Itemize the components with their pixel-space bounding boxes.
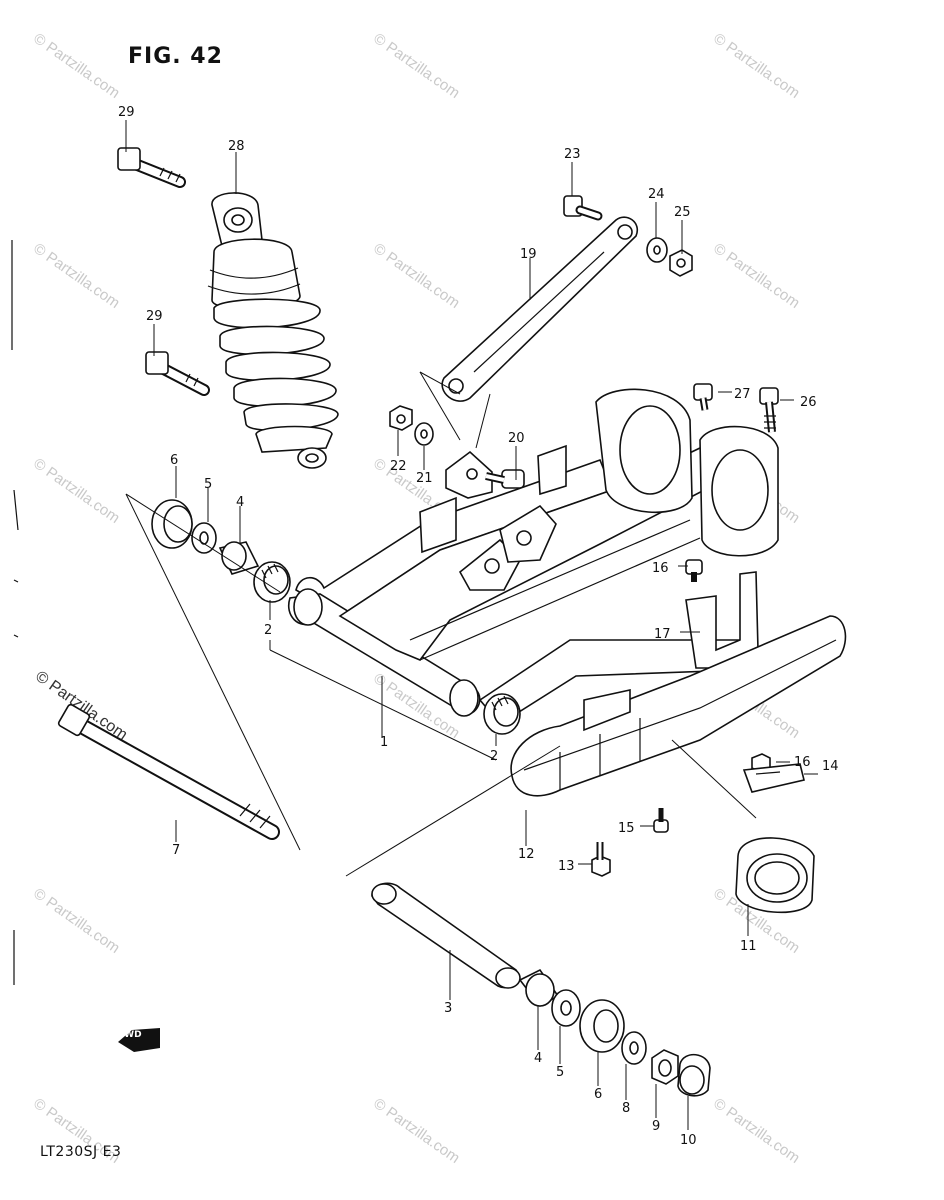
spacer-4-left [218, 541, 260, 575]
bolt-29-lower [145, 351, 210, 396]
guide-lines [125, 371, 757, 877]
bolt-23 [563, 195, 603, 221]
callout-19: 19 [520, 247, 537, 262]
pivot-shaft-3 [371, 882, 521, 989]
callout-4: 4 [534, 1051, 542, 1066]
callout-22: 22 [390, 459, 407, 474]
washer-8 [621, 1031, 647, 1065]
callout-12: 12 [518, 847, 535, 862]
shock-absorber-28 [207, 192, 339, 469]
bearing-2-left [253, 561, 291, 603]
callout-labels: 1 2 2 3 4 4 5 5 6 6 7 8 9 10 11 12 13 14… [118, 105, 839, 1148]
callout-16: 16 [794, 755, 811, 770]
callout-1: 1 [380, 735, 388, 750]
dust-seal-6-lower [579, 999, 625, 1053]
callout-21: 21 [416, 471, 433, 486]
scan-margin-marks [11, 240, 19, 985]
callout-29: 29 [118, 105, 135, 120]
washer-5-lower [551, 989, 581, 1027]
washer-24 [646, 237, 668, 263]
callout-13: 13 [558, 859, 575, 874]
callout-8: 8 [622, 1101, 630, 1116]
callout-7: 7 [172, 843, 180, 858]
callout-27: 27 [734, 387, 751, 402]
washer-21 [414, 422, 434, 446]
callout-6: 6 [594, 1087, 602, 1102]
spacer-4-lower [518, 968, 560, 1008]
nut-25 [669, 249, 693, 277]
dust-seal-6-left [151, 499, 193, 549]
callout-9: 9 [652, 1119, 660, 1134]
callout-20: 20 [508, 431, 525, 446]
nut-9 [651, 1049, 679, 1085]
callout-26: 26 [800, 395, 817, 410]
plate-14 [742, 763, 805, 793]
callout-28: 28 [228, 139, 245, 154]
cap-10 [677, 1053, 711, 1097]
model-code: LT230SJ E3 [40, 1144, 122, 1160]
bolt-18 [685, 559, 703, 582]
callout-10: 10 [680, 1133, 697, 1148]
bearing-2-right [483, 693, 521, 735]
fwd-arrow-icon [118, 1028, 160, 1052]
callout-16: 16 [652, 561, 669, 576]
bracket-20 [445, 450, 525, 499]
callout-29: 29 [146, 309, 163, 324]
callout-11: 11 [740, 939, 757, 954]
dust-seal-11 [735, 837, 815, 914]
fwd-label: FWD [118, 1030, 142, 1040]
torque-link-19 [441, 216, 639, 402]
callout-5: 5 [556, 1065, 564, 1080]
bolt-27 [693, 383, 713, 411]
callout-24: 24 [648, 187, 665, 202]
swing-arm-1 [287, 388, 779, 726]
callout-6: 6 [170, 453, 178, 468]
nut-22 [389, 405, 413, 431]
callout-2: 2 [490, 749, 498, 764]
chain-guard-12 [510, 615, 847, 797]
leader-lines [125, 120, 818, 1130]
bolt-26 [759, 387, 779, 433]
callout-25: 25 [674, 205, 691, 220]
callout-4: 4 [236, 495, 244, 510]
figure-title: FIG. 42 [128, 44, 223, 69]
callout-3: 3 [444, 1001, 452, 1016]
axle-bolt-7 [57, 703, 280, 840]
bolt-15 [653, 808, 669, 833]
bolt-29-upper [117, 147, 186, 188]
callout-15: 15 [618, 821, 635, 836]
bolt-13 [591, 842, 611, 877]
callout-23: 23 [564, 147, 581, 162]
callout-5: 5 [204, 477, 212, 492]
callout-14: 14 [822, 759, 839, 774]
callout-17: 17 [654, 627, 671, 642]
callout-2: 2 [264, 623, 272, 638]
